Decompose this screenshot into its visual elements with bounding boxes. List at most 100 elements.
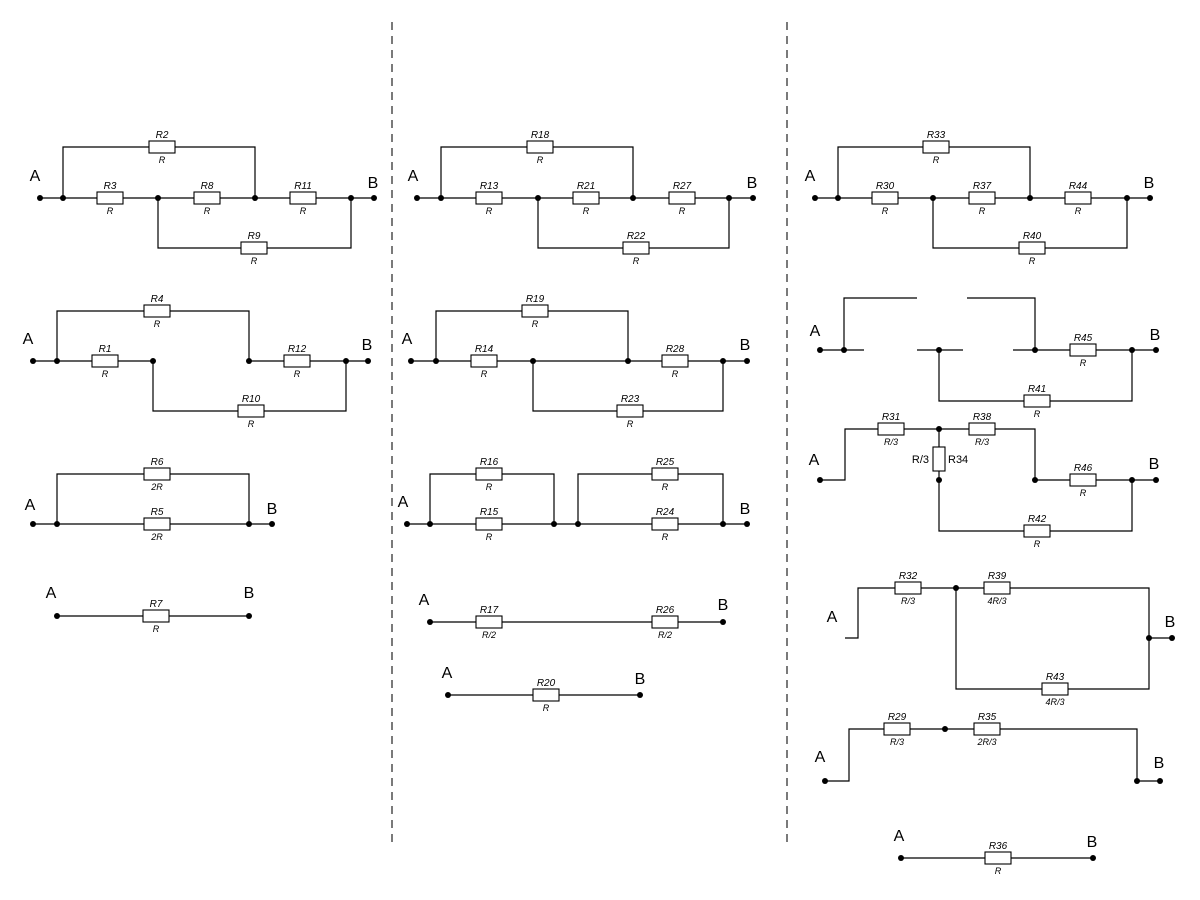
resistor-r2	[148, 140, 176, 154]
junction-node	[1169, 635, 1175, 641]
resistor-name-r38: R38	[973, 412, 992, 423]
resistor-value-r11: R	[300, 206, 307, 216]
junction-node	[551, 521, 557, 527]
resistor-name-r9: R9	[248, 231, 261, 242]
resistor-name-r41: R41	[1028, 384, 1046, 395]
terminal-a-label: A	[408, 168, 419, 185]
junction-node	[936, 426, 942, 432]
resistor-value-r23: R	[627, 419, 634, 429]
resistor-r5	[143, 517, 171, 531]
resistor-name-r34: R34	[948, 454, 968, 466]
terminal-b-label: B	[1150, 327, 1161, 344]
resistor-r20	[532, 688, 560, 702]
junction-node	[898, 855, 904, 861]
resistor-value-r42: R	[1034, 539, 1041, 549]
resistor-r9	[240, 241, 268, 255]
resistor-name-r3: R3	[104, 181, 117, 192]
junction-node	[1032, 347, 1038, 353]
resistor-name-r40: R40	[1023, 231, 1042, 242]
terminal-b-label: B	[747, 175, 758, 192]
junction-node	[427, 619, 433, 625]
resistor-value-r25: R	[662, 482, 669, 492]
terminal-a-label: A	[30, 168, 41, 185]
junction-node	[343, 358, 349, 364]
resistor-r39	[983, 581, 1011, 595]
wire	[967, 297, 1036, 350]
junction-node	[252, 195, 258, 201]
resistor-r44	[1064, 191, 1092, 205]
junction-node	[744, 521, 750, 527]
resistor-name-r12: R12	[288, 344, 307, 355]
terminal-b-label: B	[1149, 456, 1160, 473]
resistor-value-r39: 4R/3	[987, 596, 1006, 606]
wires	[33, 146, 1172, 859]
resistor-value-r45: R	[1080, 358, 1087, 368]
resistor-name-r44: R44	[1069, 181, 1088, 192]
resistor-value-r5: 2R	[150, 532, 163, 542]
resistor-name-r15: R15	[480, 507, 499, 518]
resistor-name-r21: R21	[577, 181, 595, 192]
terminal-a-label: A	[894, 828, 905, 845]
resistor-name-r16: R16	[480, 457, 499, 468]
junction-node	[371, 195, 377, 201]
junction-node	[720, 619, 726, 625]
resistor-value-r20: R	[543, 703, 550, 713]
resistor-value-r27: R	[679, 206, 686, 216]
resistor-value-r15: R	[486, 532, 493, 542]
resistor-name-r18: R18	[531, 130, 550, 141]
junction-node	[1147, 195, 1153, 201]
terminal-b-label: B	[267, 501, 278, 518]
junction-node	[365, 358, 371, 364]
junction-node	[936, 347, 942, 353]
resistors	[91, 140, 1097, 865]
junction-node	[37, 195, 43, 201]
resistor-name-r33: R33	[927, 130, 946, 141]
resistor-r25	[651, 467, 679, 481]
junction-node	[750, 195, 756, 201]
resistor-value-r33: R	[933, 155, 940, 165]
column-dividers	[391, 22, 788, 842]
junction-node	[822, 778, 828, 784]
resistor-value-r7: R	[153, 624, 160, 634]
resistor-name-r7: R7	[150, 599, 163, 610]
resistor-name-r13: R13	[480, 181, 499, 192]
junction-node	[404, 521, 410, 527]
junction-node	[408, 358, 414, 364]
terminal-b-label: B	[740, 501, 751, 518]
resistor-value-r9: R	[251, 256, 258, 266]
resistor-r1	[91, 354, 119, 368]
junction-node	[637, 692, 643, 698]
terminal-a-label: A	[25, 497, 36, 514]
junction-node	[930, 195, 936, 201]
resistor-r21	[572, 191, 600, 205]
resistor-value-r13: R	[486, 206, 493, 216]
junction-node	[1129, 347, 1135, 353]
resistor-r23	[616, 404, 644, 418]
junction-node	[438, 195, 444, 201]
resistor-r16	[475, 467, 503, 481]
resistor-value-r8: R	[204, 206, 211, 216]
junction-node	[1157, 778, 1163, 784]
terminal-a-label: A	[809, 452, 820, 469]
wire	[845, 587, 1172, 639]
resistor-r18	[526, 140, 554, 154]
resistor-name-r14: R14	[475, 344, 494, 355]
terminal-a-label: A	[442, 665, 453, 682]
junction-node	[246, 358, 252, 364]
junction-node	[744, 358, 750, 364]
junction-node	[54, 521, 60, 527]
terminal-b-label: B	[1165, 614, 1176, 631]
resistor-name-r36: R36	[989, 841, 1008, 852]
junction-node	[953, 585, 959, 591]
resistor-value-r36: R	[995, 866, 1002, 876]
terminal-b-label: B	[718, 597, 729, 614]
resistor-r6	[143, 467, 171, 481]
resistor-name-r27: R27	[673, 181, 692, 192]
resistor-name-r24: R24	[656, 507, 675, 518]
junction-node	[246, 521, 252, 527]
resistor-name-r1: R1	[99, 344, 112, 355]
terminal-a-label: A	[810, 323, 821, 340]
junction-node	[575, 521, 581, 527]
resistor-r10	[237, 404, 265, 418]
terminal-b-label: B	[635, 671, 646, 688]
